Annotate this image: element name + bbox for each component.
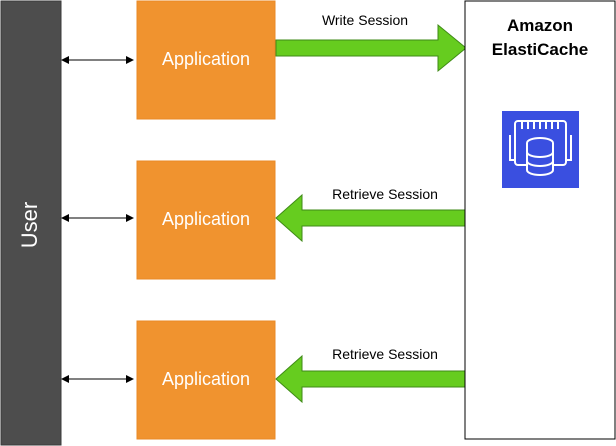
application-box-2: Application: [136, 160, 276, 280]
retrieve-session-flow-2: Retrieve Session: [275, 346, 467, 404]
application-box-1: Application: [136, 0, 276, 120]
write-session-arrow: [275, 23, 467, 73]
write-session-label: Write Session: [322, 12, 408, 28]
user-label: User: [17, 202, 42, 248]
application-label: Application: [162, 369, 250, 389]
retrieve-session-flow-1: Retrieve Session: [275, 186, 467, 243]
retrieve-session-label: Retrieve Session: [332, 186, 438, 202]
application-box-3: Application: [136, 320, 276, 440]
retrieve-session-arrow: [275, 354, 467, 404]
user-bar-body: [0, 0, 62, 446]
elasticache-title-line2: ElastiCache: [492, 40, 588, 59]
retrieve-session-label: Retrieve Session: [332, 346, 438, 362]
application-box-body: [136, 320, 276, 440]
application-label: Application: [162, 209, 250, 229]
application-label: Application: [162, 49, 250, 69]
application-box-body: [136, 0, 276, 120]
application-box-body: [136, 160, 276, 280]
retrieve-session-arrow: [275, 193, 467, 243]
elasticache-box: Amazon ElastiCache: [464, 0, 616, 440]
elasticache-box-body: [464, 0, 616, 440]
elasticache-title-line1: Amazon: [507, 16, 573, 35]
elasticache-database-icon: [502, 111, 579, 188]
write-session-flow: Write Session: [275, 12, 467, 73]
user-bar: User: [0, 0, 62, 446]
